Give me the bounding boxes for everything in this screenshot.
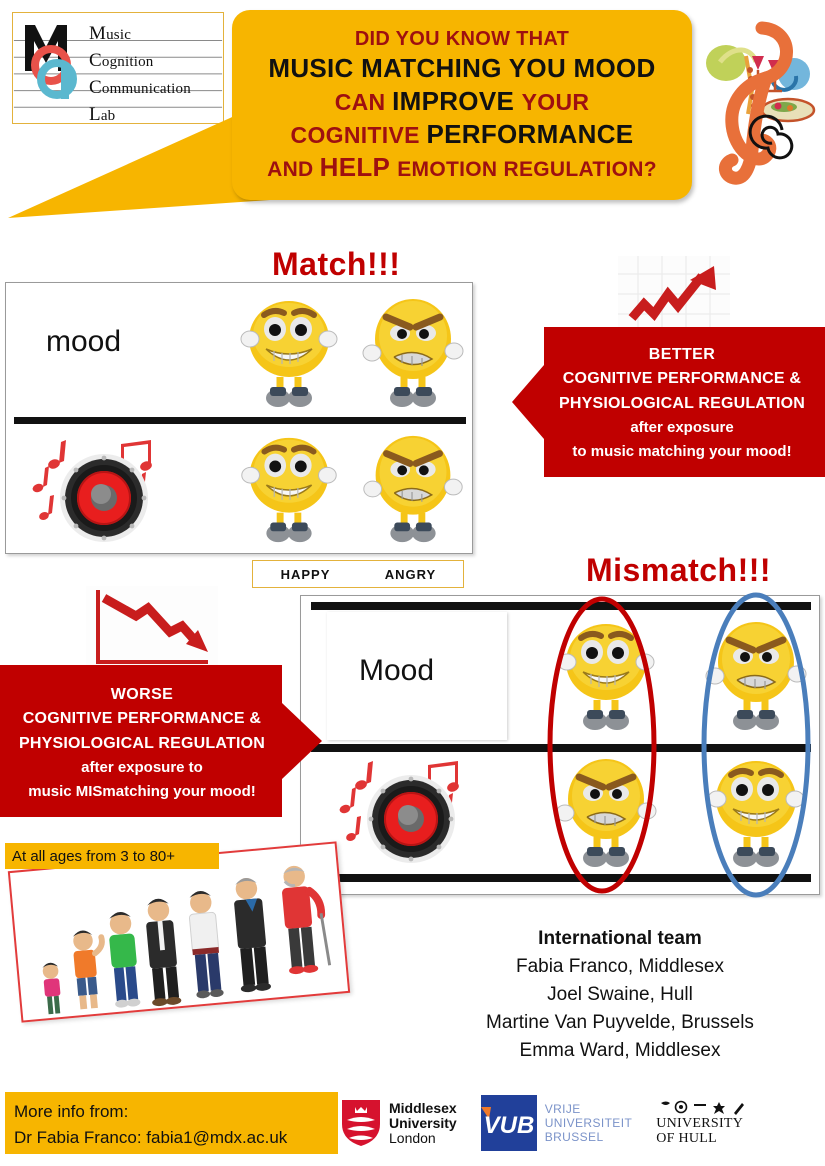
better-line-2: COGNITIVE PERFORMANCE & [562,370,802,387]
worse-line-1: WORSE [110,686,174,703]
ages-badge-text: At all ages from 3 to 80+ [12,847,176,865]
logo-line-lab: Lab [89,104,116,125]
international-team-block: International team Fabia Franco, Middles… [420,925,820,1065]
vub-line-3: BRUSSEL [544,1130,604,1144]
trend-down-arrow-icon [86,586,218,674]
speaker-with-music-notes-icon [32,440,152,542]
logo-vrije-universiteit-brussel: VUB VRIJE UNIVERSITEIT BRUSSEL [480,1095,632,1151]
people-of-all-ages-illustration [42,865,332,1015]
contact-box: More info from: Dr Fabia Franco: fabia1@… [5,1092,338,1154]
emoji-angry-icon [705,622,807,730]
logo-line-cognition: Cognition [89,50,154,71]
match-panel-divider [14,417,466,424]
contact-email[interactable]: Dr Fabia Franco: fabia1@mdx.ac.uk [14,1128,288,1147]
hull-line-1: UNIVERSITY [656,1116,744,1131]
label-happy: HAPPY [280,566,331,582]
team-member: Joel Swaine, Hull [547,984,693,1005]
worse-banner-text: WORSE COGNITIVE PERFORMANCE & PHYSIOLOGI… [6,683,278,804]
hull-crest-symbols-icon [661,1100,745,1115]
mcc-lab-logo: Music Cognition Communication Lab [12,12,224,125]
contact-line-1: More info from: [14,1102,129,1121]
mismatch-section-title: Mismatch!!! [586,552,772,588]
middlesex-line-3: London [389,1129,436,1146]
speech-bubble-tail [8,100,270,218]
vub-mark-icon: VUB [480,1095,537,1151]
emoji-happy-icon [707,761,805,867]
middlesex-wordmark: Middlesex University London [389,1099,457,1146]
better-line-1: BETTER [648,346,716,363]
better-banner-text: BETTER COGNITIVE PERFORMANCE & PHYSIOLOG… [546,343,818,464]
label-angry: ANGRY [384,566,437,582]
bubble-line-1: DID YOU KNOW THAT [354,27,570,50]
middlesex-line-1: Middlesex [389,1099,457,1116]
emotion-column-labels: HAPPY ANGRY [252,560,464,588]
mismatch-bar-top [311,602,811,610]
team-heading: International team [538,928,702,949]
ages-photo-frame [7,841,351,1023]
bubble-line-4: COGNITIVE PERFORMANCE [290,118,634,149]
headline-speech-bubble: DID YOU KNOW THAT MUSIC MATCHING YOU MOO… [232,10,692,200]
match-mood-row: mood [6,283,472,417]
mismatch-highlight-red-ellipse [547,596,657,894]
match-music-row [6,424,472,554]
better-line-3: PHYSIOLOGICAL REGULATION [559,395,805,412]
worse-outcome-banner: WORSE COGNITIVE PERFORMANCE & PHYSIOLOGI… [0,665,322,817]
bubble-line-5: AND HELP EMOTION REGULATION? [267,151,657,182]
mismatch-mood-box: Mood [327,612,507,740]
logo-middlesex-university: Middlesex University London [340,1098,457,1148]
worse-line-3: PHYSIOLOGICAL REGULATION [19,735,265,752]
team-member: Fabia Franco, Middlesex [515,956,725,977]
vub-line-1: VRIJE [544,1102,581,1116]
right-arrow-shape [0,665,322,817]
better-line-5: to music matching your mood! [572,443,792,460]
left-arrow-shape [512,327,825,477]
match-panel: mood [5,282,473,554]
hull-wordmark: UNIVERSITY OF HULL [656,1116,743,1146]
vub-letters-icon: VUB [480,1107,534,1139]
team-member: Emma Ward, Middlesex [519,1040,721,1061]
logo-university-of-hull: UNIVERSITY OF HULL [656,1100,746,1146]
mismatch-bar-bottom [311,874,811,882]
vub-wordmark: VRIJE UNIVERSITEIT BRUSSEL [545,1102,632,1144]
worse-line-2: COGNITIVE PERFORMANCE & [22,710,262,727]
emoji-happy-icon [240,301,338,407]
bubble-line-3: CAN IMPROVE YOUR [334,85,590,116]
bubble-line-2: MUSIC MATCHING YOU MOOD [268,52,656,83]
emoji-happy-icon [241,437,337,543]
vub-mark-text: VUB [483,1112,534,1139]
better-outcome-banner: BETTER COGNITIVE PERFORMANCE & PHYSIOLOG… [512,327,825,477]
match-section-title: Match!!! [272,246,401,282]
mismatch-highlight-blue-ellipse [701,592,811,898]
speaker-with-music-notes-icon [339,761,459,863]
match-mood-label: mood [46,325,122,358]
middlesex-shield-icon [342,1100,380,1146]
vub-line-2: UNIVERSITEIT [544,1116,633,1130]
trend-up-arrow-icon [618,256,730,334]
emoji-angry-icon [363,435,463,543]
ages-badge: At all ages from 3 to 80+ [5,843,219,869]
team-member: Martine Van Puyvelde, Brussels [486,1012,754,1033]
mcc-monogram-icon [25,25,77,100]
middlesex-line-2: University [389,1114,457,1131]
worse-line-4: after exposure to [81,759,203,776]
emoji-angry-icon [555,759,657,867]
hull-line-2: OF HULL [656,1131,718,1146]
logo-line-communication: Communication [89,77,191,98]
mismatch-mood-label: Mood [359,654,435,687]
partner-logos-strip: Middlesex University London VUB VRIJE UN… [340,1090,825,1156]
better-line-4: after exposure [630,419,734,436]
mismatch-bar-mid [311,744,811,752]
worse-line-5: music MISmatching your mood! [28,783,256,800]
logo-line-music: Music [89,23,132,44]
mcc-lab-wordmark: Music Cognition Communication Lab [89,21,221,129]
emoji-angry-icon [362,299,464,407]
mismatch-panel: Mood [300,595,820,895]
treble-clef-decoration-icon [706,21,816,185]
